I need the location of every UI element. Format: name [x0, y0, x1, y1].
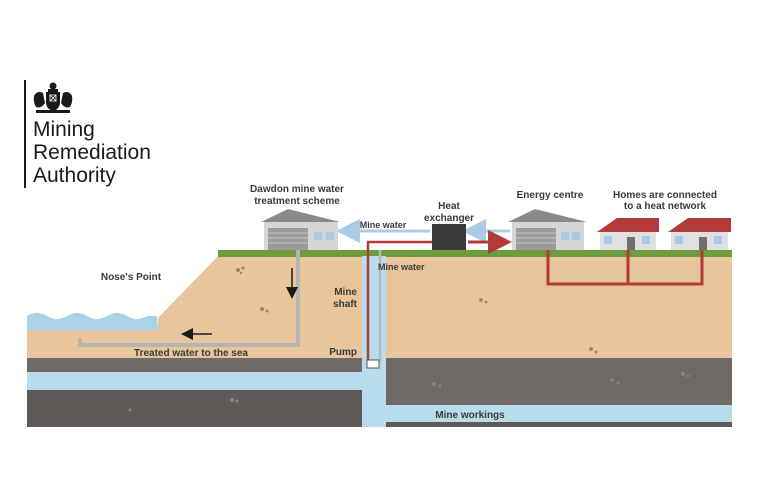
label-treated-water: Treated water to the sea	[134, 348, 248, 359]
label-noses-point: Nose's Point	[101, 272, 162, 283]
energy-centre-building	[508, 209, 587, 250]
rock-band-left-upper	[27, 358, 362, 372]
rock-band-left-lower	[27, 390, 362, 427]
label-energy-centre: Energy centre	[517, 190, 584, 201]
treatment-building	[261, 209, 340, 250]
sea	[27, 313, 158, 330]
house-2	[668, 218, 731, 250]
water-layer-left	[27, 372, 362, 390]
rock-speckles	[236, 266, 598, 354]
label-hx-1: Heat	[438, 201, 460, 212]
treated-water-pipe	[78, 250, 300, 347]
shaft-red-pipe	[366, 240, 432, 362]
label-mine-shaft-2: shaft	[333, 299, 358, 310]
label-homes-2: to a heat network	[624, 201, 707, 212]
logo-divider	[24, 80, 26, 188]
organisation-name: Mining Remediation Authority	[33, 118, 151, 187]
label-pump: Pump	[329, 347, 357, 358]
royal-crest-icon	[33, 82, 73, 113]
label-hx-2: exchanger	[424, 213, 474, 224]
rock-band-right	[386, 358, 732, 405]
label-mine-shaft-1: Mine	[334, 287, 357, 298]
heat-network-pipe	[546, 248, 704, 286]
mine-shaft	[362, 256, 386, 427]
label-treatment-2: treatment scheme	[254, 196, 340, 207]
label-homes-1: Homes are connected	[613, 190, 717, 201]
label-mine-water-shaft: Mine water	[378, 262, 425, 272]
rock-bottom-right	[386, 422, 732, 427]
grass-strip	[218, 250, 732, 257]
label-mine-workings: Mine workings	[435, 410, 505, 421]
label-treatment-1: Dawdon mine water	[250, 184, 344, 195]
pump	[366, 359, 380, 369]
heat-exchanger-box	[432, 224, 466, 250]
label-mine-water-top: Mine water	[360, 220, 407, 230]
house-1	[597, 218, 659, 250]
org-name-line-1: Mining	[33, 118, 95, 141]
org-name-line-3: Authority	[33, 164, 116, 187]
mine-workings	[386, 405, 732, 422]
org-name-line-2: Remediation	[33, 141, 151, 164]
